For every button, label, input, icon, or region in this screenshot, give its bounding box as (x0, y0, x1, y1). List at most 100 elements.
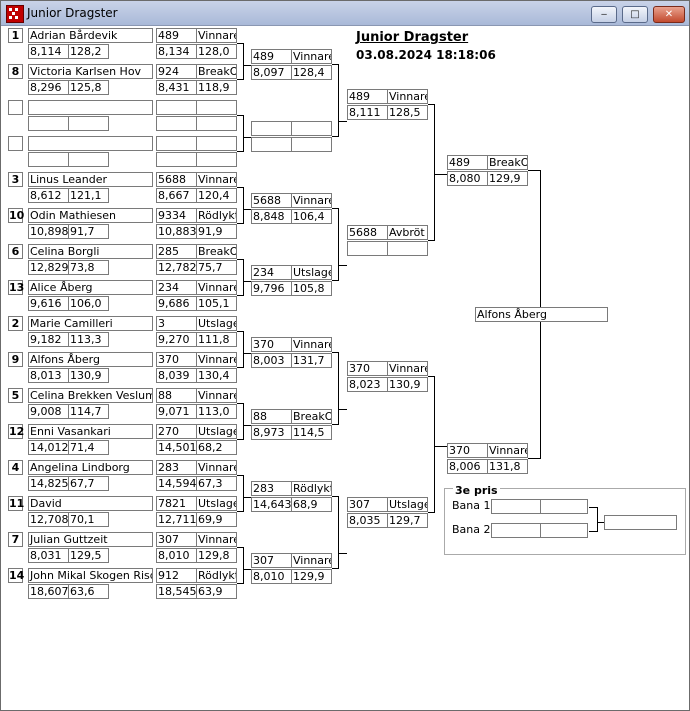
entrant-time[interactable] (28, 152, 69, 167)
entrant-speed[interactable]: 70,1 (68, 512, 109, 527)
seed-box[interactable]: 4 (8, 460, 23, 475)
car-number[interactable]: 283 (251, 481, 292, 496)
race-result[interactable]: Vinnare (196, 280, 237, 295)
race-speed[interactable]: 130,4 (196, 368, 237, 383)
entrant-speed[interactable]: 91,7 (68, 224, 109, 239)
race-result[interactable] (196, 136, 237, 151)
race-time[interactable]: 14,594 (156, 476, 197, 491)
seed-box[interactable]: 3 (8, 172, 23, 187)
seed-box[interactable]: 2 (8, 316, 23, 331)
race-speed[interactable] (196, 116, 237, 131)
race-time[interactable]: 8,010 (251, 569, 292, 584)
race-time[interactable]: 8,097 (251, 65, 292, 80)
race-result[interactable]: Rödlykta (196, 568, 237, 583)
seed-box[interactable]: 13 (8, 280, 25, 295)
car-number[interactable] (251, 121, 292, 136)
race-result[interactable]: Vinnare (291, 553, 332, 568)
seed-box[interactable] (8, 100, 23, 115)
car-number[interactable]: 3 (156, 316, 197, 331)
race-time[interactable]: 8,973 (251, 425, 292, 440)
race-result[interactable]: Utslagen (196, 316, 237, 331)
entrant-time[interactable]: 10,898 (28, 224, 69, 239)
entrant-name[interactable] (28, 136, 153, 151)
race-speed[interactable] (196, 152, 237, 167)
car-number[interactable]: 307 (156, 532, 197, 547)
race-speed[interactable]: 120,4 (196, 188, 237, 203)
third-lane-1-result[interactable] (540, 499, 588, 514)
race-speed[interactable]: 105,8 (291, 281, 332, 296)
race-time[interactable]: 8,010 (156, 548, 197, 563)
race-time[interactable] (156, 116, 197, 131)
race-speed[interactable]: 131,7 (291, 353, 332, 368)
race-time[interactable]: 10,883 (156, 224, 197, 239)
entrant-speed[interactable]: 121,1 (68, 188, 109, 203)
third-lane-2-result[interactable] (540, 523, 588, 538)
race-time[interactable]: 8,003 (251, 353, 292, 368)
entrant-name[interactable]: Alfons Åberg (28, 352, 153, 367)
race-speed[interactable]: 69,9 (196, 512, 237, 527)
race-time[interactable]: 8,667 (156, 188, 197, 203)
entrant-time[interactable]: 9,008 (28, 404, 69, 419)
race-speed[interactable]: 129,8 (196, 548, 237, 563)
entrant-time[interactable]: 8,612 (28, 188, 69, 203)
race-result[interactable]: Utslagen (291, 265, 332, 280)
entrant-time[interactable] (28, 116, 69, 131)
race-result[interactable]: Utslagen (196, 496, 237, 511)
entrant-name[interactable]: Victoria Karlsen Hov (28, 64, 153, 79)
race-time[interactable]: 9,071 (156, 404, 197, 419)
entrant-speed[interactable]: 67,7 (68, 476, 109, 491)
entrant-name[interactable]: John Mikal Skogen Risdal (28, 568, 153, 583)
seed-box[interactable]: 5 (8, 388, 23, 403)
race-speed[interactable]: 75,7 (196, 260, 237, 275)
car-number[interactable]: 489 (347, 89, 388, 104)
race-time[interactable]: 9,796 (251, 281, 292, 296)
race-time[interactable] (156, 152, 197, 167)
seed-box[interactable]: 12 (8, 424, 25, 439)
car-number[interactable]: 489 (447, 155, 488, 170)
entrant-name[interactable]: Odin Mathiesen (28, 208, 153, 223)
car-number[interactable]: 5688 (347, 225, 388, 240)
race-speed[interactable]: 106,4 (291, 209, 332, 224)
race-speed[interactable]: 118,9 (196, 80, 237, 95)
race-result[interactable]: Rödlykta (196, 208, 237, 223)
race-time[interactable]: 8,848 (251, 209, 292, 224)
race-speed[interactable] (291, 137, 332, 152)
entrant-speed[interactable] (68, 152, 109, 167)
race-speed[interactable]: 91,9 (196, 224, 237, 239)
seed-box[interactable]: 10 (8, 208, 25, 223)
race-time[interactable]: 8,111 (347, 105, 388, 120)
car-number[interactable]: 88 (251, 409, 292, 424)
entrant-name[interactable] (28, 100, 153, 115)
race-speed[interactable]: 128,0 (196, 44, 237, 59)
race-speed[interactable]: 114,5 (291, 425, 332, 440)
seed-box[interactable]: 9 (8, 352, 23, 367)
close-button[interactable]: ✕ (653, 6, 685, 23)
entrant-speed[interactable]: 73,8 (68, 260, 109, 275)
entrant-speed[interactable]: 113,3 (68, 332, 109, 347)
race-time[interactable]: 8,134 (156, 44, 197, 59)
entrant-name[interactable]: Celina Borgli (28, 244, 153, 259)
entrant-name[interactable]: Angelina Lindborg (28, 460, 153, 475)
race-time[interactable]: 8,039 (156, 368, 197, 383)
race-result[interactable]: Vinnare (487, 443, 528, 458)
race-result[interactable]: Utslagen (196, 424, 237, 439)
car-number[interactable]: 924 (156, 64, 197, 79)
race-result[interactable]: Vinnare (196, 460, 237, 475)
race-result[interactable]: Avbröt (387, 225, 428, 240)
race-speed[interactable]: 129,9 (291, 569, 332, 584)
car-number[interactable]: 370 (251, 337, 292, 352)
race-result[interactable]: Utslagen (387, 497, 428, 512)
title-bar[interactable]: Junior Dragster ‒ □ ✕ (1, 1, 689, 26)
race-time[interactable]: 18,545 (156, 584, 197, 599)
race-speed[interactable]: 105,1 (196, 296, 237, 311)
entrant-name[interactable]: Linus Leander (28, 172, 153, 187)
race-speed[interactable]: 128,5 (387, 105, 428, 120)
car-number[interactable]: 489 (156, 28, 197, 43)
entrant-name[interactable]: Julian Guttzeit (28, 532, 153, 547)
race-time[interactable]: 12,782 (156, 260, 197, 275)
car-number[interactable]: 7821 (156, 496, 197, 511)
race-result[interactable]: Vinnare (196, 532, 237, 547)
race-speed[interactable] (387, 241, 428, 256)
race-speed[interactable]: 68,2 (196, 440, 237, 455)
race-speed[interactable]: 63,9 (196, 584, 237, 599)
